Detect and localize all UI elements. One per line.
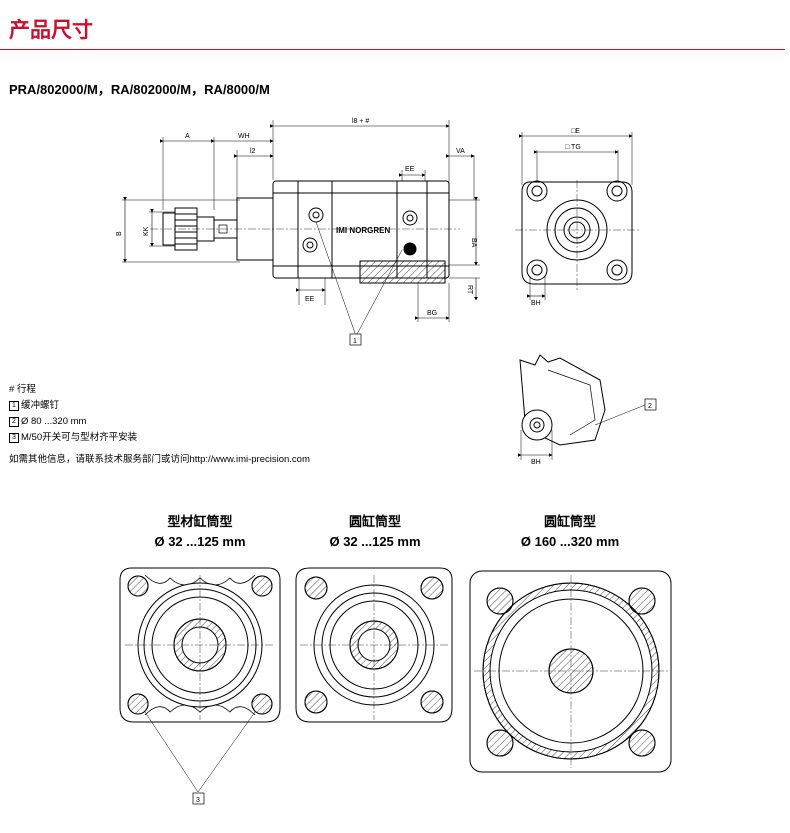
contact-info: 如需其他信息，请联系技术服务部门或访问http://www.imi-precis… bbox=[9, 454, 310, 465]
note-text: Ø 80 ...320 mm bbox=[21, 416, 87, 427]
dim-label-BH-detail: BH bbox=[531, 459, 541, 466]
stroke-note: # 行程 bbox=[9, 384, 36, 395]
page-title: 产品尺寸 bbox=[9, 19, 93, 42]
note-text: 缓冲螺钉 bbox=[21, 400, 60, 411]
callout-1: 1 bbox=[353, 338, 357, 345]
section-range: Ø 160 ...320 mm bbox=[520, 534, 620, 549]
dim-label-EE-bottom: EE bbox=[305, 296, 315, 303]
dim-label-BG: BG bbox=[427, 310, 437, 317]
dim-label-TG: □ TG bbox=[565, 144, 581, 151]
dim-label-BA: BA bbox=[470, 238, 477, 248]
end-view bbox=[515, 132, 640, 300]
dim-label-l2: l2 bbox=[250, 148, 256, 155]
note-text: M/50开关可与型材齐平安装 bbox=[21, 432, 138, 443]
note-number: 3 bbox=[9, 433, 19, 443]
brand-logo-text: IMI NORGREN bbox=[336, 226, 390, 235]
dim-label-B: B bbox=[116, 231, 123, 236]
dim-label-RT: RT bbox=[466, 285, 473, 295]
note-number: 1 bbox=[9, 401, 19, 411]
callout-2: 2 bbox=[648, 403, 652, 410]
dim-label-EE-top: EE bbox=[405, 166, 415, 173]
section-title: 型材缸筒型 bbox=[167, 514, 233, 529]
dim-label-KK: KK bbox=[143, 226, 150, 236]
dim-label-E: □E bbox=[571, 128, 580, 135]
dim-label-BH: BH bbox=[531, 300, 541, 307]
dim-label-l8: l8 + # bbox=[352, 118, 369, 125]
model-line: PRA/802000/M，RA/802000/M，RA/8000/M bbox=[9, 82, 270, 97]
dim-label-VA: VA bbox=[456, 148, 465, 155]
section-round-barrel-large bbox=[469, 570, 672, 773]
section-round-barrel bbox=[295, 567, 453, 723]
section-range: Ø 32 ...125 mm bbox=[329, 534, 421, 549]
detail-view bbox=[518, 354, 657, 460]
section-range: Ø 32 ...125 mm bbox=[154, 534, 246, 549]
note-number: 2 bbox=[9, 417, 19, 427]
side-view bbox=[122, 120, 480, 346]
section-profile-barrel bbox=[119, 567, 281, 805]
header-divider bbox=[0, 49, 785, 50]
section-title: 圆缸筒型 bbox=[348, 514, 401, 529]
section-heading-round-large: 圆缸筒型 Ø 160 ...320 mm bbox=[505, 512, 635, 552]
section-heading-round: 圆缸筒型 Ø 32 ...125 mm bbox=[315, 512, 435, 552]
section-title: 圆缸筒型 bbox=[543, 514, 596, 529]
section-heading-profile: 型材缸筒型 Ø 32 ...125 mm bbox=[140, 512, 260, 552]
callout-3: 3 bbox=[196, 797, 200, 804]
dim-label-WH: WH bbox=[238, 133, 250, 140]
dim-label-A: A bbox=[185, 133, 190, 140]
